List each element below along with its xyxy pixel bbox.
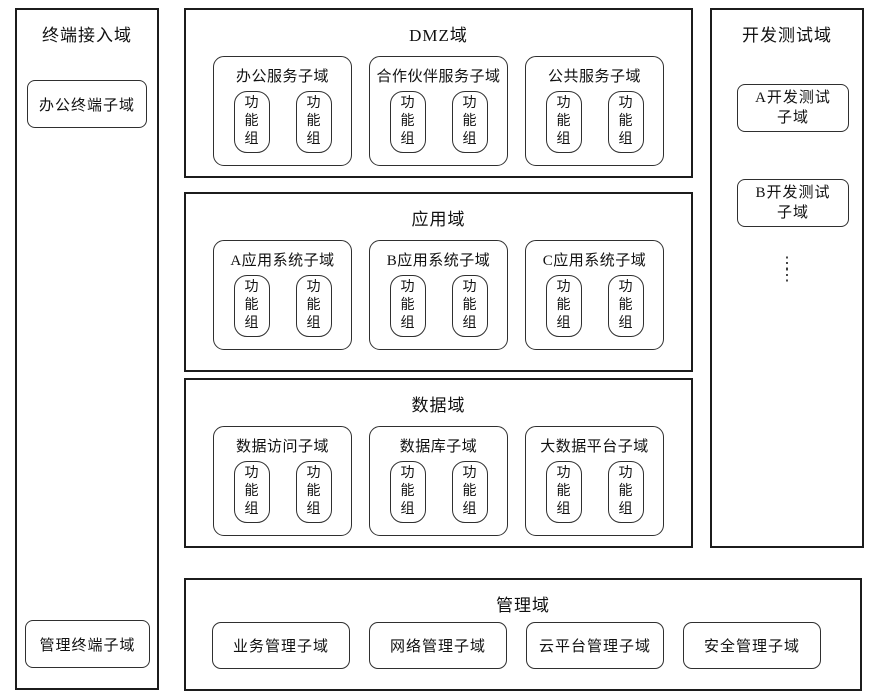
- function-group: 功能组: [389, 275, 426, 337]
- subdomain-title: C应用系统子域: [542, 253, 647, 269]
- dmz-domain: DMZ域 办公服务子域 功能组 功能组 合作伙伴服务子域 功能组 功能组 公共服…: [184, 8, 693, 178]
- subdomain-dev-test-a: A开发测试 子域: [737, 84, 849, 132]
- subdomain-dev-test-b: B开发测试 子域: [737, 179, 849, 227]
- function-group-row: 功能组 功能组: [526, 91, 663, 153]
- subdomain-title: 数据访问子域: [235, 439, 329, 455]
- dmz-domain-title: DMZ域: [409, 26, 468, 45]
- function-group-label: 功能组: [618, 279, 633, 332]
- function-group: 功能组: [451, 275, 488, 337]
- subdomain-title: B应用系统子域: [386, 253, 491, 269]
- application-subdomain-row: A应用系统子域 功能组 功能组 B应用系统子域 功能组 功能组 C应用系统子域 …: [186, 240, 691, 350]
- office-terminal-subdomain: 办公终端子域: [27, 80, 147, 128]
- function-group: 功能组: [545, 91, 582, 153]
- application-domain: 应用域 A应用系统子域 功能组 功能组 B应用系统子域 功能组 功能组 C应用系…: [184, 192, 693, 372]
- function-group-label: 功能组: [400, 465, 415, 518]
- subdomain-public-services: 公共服务子域 功能组 功能组: [525, 56, 664, 166]
- subdomain-data-access: 数据访问子域 功能组 功能组: [213, 426, 352, 536]
- data-domain-title: 数据域: [411, 396, 466, 415]
- function-group-row: 功能组 功能组: [370, 461, 507, 523]
- function-group-row: 功能组 功能组: [526, 275, 663, 337]
- function-group-label: 功能组: [618, 95, 633, 148]
- subdomain-bigdata-platform: 大数据平台子域 功能组 功能组: [525, 426, 664, 536]
- function-group: 功能组: [607, 461, 644, 523]
- subdomain-partner-services: 合作伙伴服务子域 功能组 功能组: [369, 56, 508, 166]
- function-group-row: 功能组 功能组: [214, 461, 351, 523]
- function-group-row: 功能组 功能组: [370, 275, 507, 337]
- function-group: 功能组: [451, 91, 488, 153]
- function-group: 功能组: [295, 461, 332, 523]
- dmz-subdomain-row: 办公服务子域 功能组 功能组 合作伙伴服务子域 功能组 功能组 公共服务子域 功…: [186, 56, 691, 166]
- function-group-label: 功能组: [244, 279, 259, 332]
- function-group-label: 功能组: [306, 279, 321, 332]
- function-group-label: 功能组: [556, 95, 571, 148]
- application-domain-title: 应用域: [411, 210, 466, 229]
- function-group-label: 功能组: [244, 465, 259, 518]
- vertical-ellipsis-icon: ⋮⋮: [712, 255, 862, 284]
- function-group: 功能组: [545, 275, 582, 337]
- function-group: 功能组: [233, 461, 270, 523]
- management-domain-title: 管理域: [496, 596, 550, 615]
- function-group-label: 功能组: [462, 95, 477, 148]
- subdomain-title: A应用系统子域: [230, 253, 335, 269]
- function-group: 功能组: [389, 461, 426, 523]
- dev-test-domain-title: 开发测试域: [742, 26, 832, 45]
- dev-test-domain: 开发测试域 A开发测试 子域 B开发测试 子域 ⋮⋮: [710, 8, 864, 548]
- function-group: 功能组: [451, 461, 488, 523]
- data-subdomain-row: 数据访问子域 功能组 功能组 数据库子域 功能组 功能组 大数据平台子域 功能组…: [186, 426, 691, 536]
- subdomain-title: 公共服务子域: [547, 69, 641, 85]
- function-group-label: 功能组: [400, 279, 415, 332]
- ellipsis-dots: ⋮⋮: [779, 255, 795, 284]
- function-group: 功能组: [233, 275, 270, 337]
- function-group: 功能组: [607, 275, 644, 337]
- function-group-label: 功能组: [244, 95, 259, 148]
- function-group: 功能组: [607, 91, 644, 153]
- function-group-label: 功能组: [556, 465, 571, 518]
- subdomain-label: A开发测试 子域: [755, 89, 831, 126]
- function-group-label: 功能组: [462, 465, 477, 518]
- subdomain-app-system-a: A应用系统子域 功能组 功能组: [213, 240, 352, 350]
- data-domain: 数据域 数据访问子域 功能组 功能组 数据库子域 功能组 功能组 大数据平台子域: [184, 378, 693, 548]
- subdomain-label: B开发测试 子域: [755, 184, 831, 221]
- function-group: 功能组: [295, 91, 332, 153]
- subdomain-app-system-b: B应用系统子域 功能组 功能组: [369, 240, 508, 350]
- function-group: 功能组: [389, 91, 426, 153]
- management-domain: 管理域 业务管理子域 网络管理子域 云平台管理子域 安全管理子域: [184, 578, 862, 691]
- function-group-row: 功能组 功能组: [370, 91, 507, 153]
- subdomain-office-services: 办公服务子域 功能组 功能组: [213, 56, 352, 166]
- function-group-row: 功能组 功能组: [214, 91, 351, 153]
- subdomain-title: 数据库子域: [399, 439, 478, 455]
- subdomain-app-system-c: C应用系统子域 功能组 功能组: [525, 240, 664, 350]
- function-group: 功能组: [233, 91, 270, 153]
- subdomain-title: 合作伙伴服务子域: [376, 69, 501, 85]
- subdomain-database: 数据库子域 功能组 功能组: [369, 426, 508, 536]
- subdomain-business-management: 业务管理子域: [212, 622, 350, 669]
- subdomain-cloud-platform-management: 云平台管理子域: [526, 622, 664, 669]
- subdomain-title: 大数据平台子域: [540, 439, 649, 455]
- function-group: 功能组: [545, 461, 582, 523]
- subdomain-security-management: 安全管理子域: [683, 622, 821, 669]
- function-group-row: 功能组 功能组: [214, 275, 351, 337]
- function-group-label: 功能组: [618, 465, 633, 518]
- subdomain-network-management: 网络管理子域: [369, 622, 507, 669]
- function-group-label: 功能组: [306, 95, 321, 148]
- terminal-access-domain: 终端接入域 办公终端子域 管理终端子域: [15, 8, 159, 690]
- function-group-row: 功能组 功能组: [526, 461, 663, 523]
- function-group-label: 功能组: [462, 279, 477, 332]
- management-subdomain-row: 业务管理子域 网络管理子域 云平台管理子域 安全管理子域: [212, 622, 821, 669]
- function-group-label: 功能组: [556, 279, 571, 332]
- function-group-label: 功能组: [306, 465, 321, 518]
- terminal-access-domain-title: 终端接入域: [42, 26, 132, 45]
- function-group-label: 功能组: [400, 95, 415, 148]
- function-group: 功能组: [295, 275, 332, 337]
- management-terminal-subdomain: 管理终端子域: [25, 620, 150, 668]
- subdomain-title: 办公服务子域: [235, 69, 329, 85]
